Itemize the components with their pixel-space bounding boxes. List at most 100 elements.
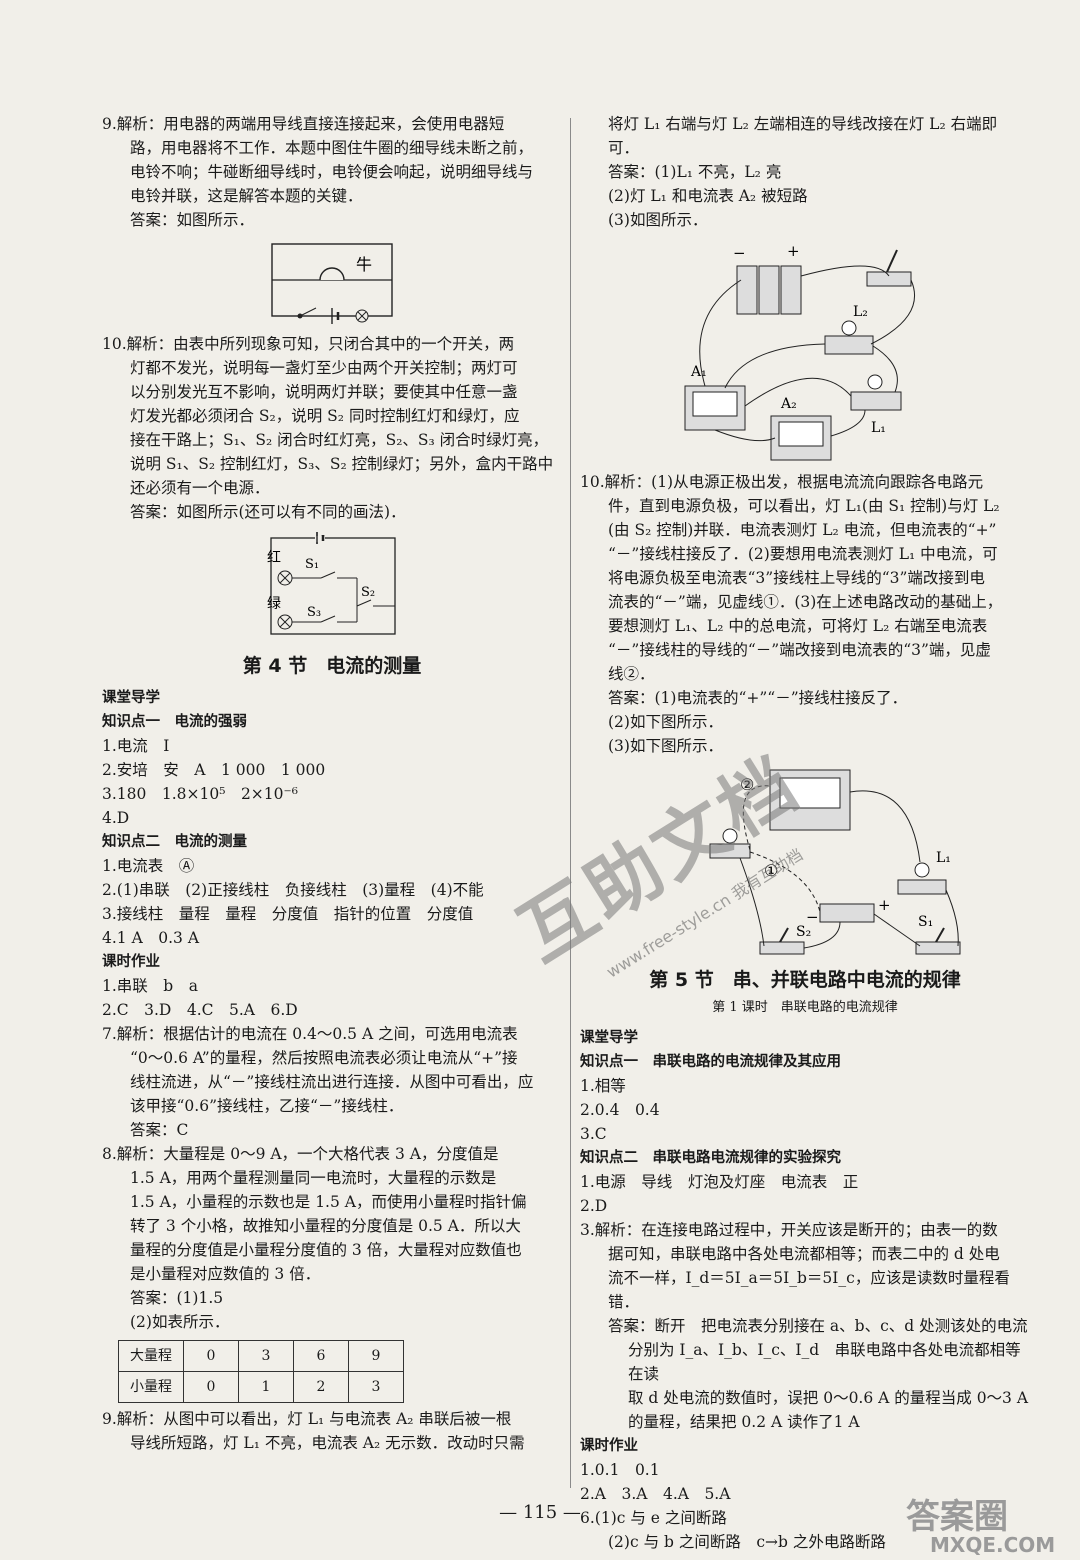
q10a-line: 说明 S₁、S₂ 控制红灯，S₃、S₂ 控制绿灯；另外，盒内干路中 [130,455,554,473]
bell-circuit-label: 牛 [356,255,372,274]
hw-item: 2.C 3.D 4.C 5.A 6.D [102,1001,298,1019]
q9a-line: 电铃不响；牛碰断细导线时，电铃便会响起，说明细导线与 [130,163,534,181]
q10b-answer: 答案：(1)电流表的“+”“－”接线柱接反了． [608,689,908,707]
q3-line: 据可知，串联电路中各处电流都相等；而表二中的 d 处电 [608,1245,1000,1263]
q9a-line: 路，用电器将不工作．本题中图住牛圈的细导线未断之前， [130,139,534,157]
svg-text:L₁: L₁ [871,420,886,436]
red-label: 红 [267,550,281,566]
section-title: 第 5 节 串、并联电路中电流的规律 [649,969,961,991]
s3-label: S₃ [307,605,321,620]
table-cell: 大量程 [118,1340,184,1372]
svg-text:②: ② [740,775,754,794]
homework-heading: 课时作业 [580,1438,638,1454]
q7-answer: 答案：C [130,1121,189,1139]
kp-item: 3.接线柱 量程 量程 分度值 指针的位置 分度值 [102,905,474,923]
traffic-light-circuit-figure: 红 S₁ S₂ 绿 S₃ [267,532,396,635]
q9b-answer: (2)灯 L₁ 和电流表 A₂ 被短路 [608,187,808,205]
hw-item: 6.(1)c 与 e 之间断路 [580,1509,727,1527]
q10a-line: 灯都不发光，说明每一盏灯至少由两个开关控制；两灯可 [130,359,518,377]
kp-item: 1.电流 I [102,737,170,755]
q7-line: 线柱流进，从“－”接线柱流出进行连接．从图中可看出，应 [130,1073,534,1091]
svg-text:L₁: L₁ [936,850,951,866]
ammeter-circuit-figure-1: − + L₂ L₁ A₁ A₂ [684,242,916,461]
kp-item: 1.电流表 Ⓐ [102,857,195,875]
q10b-line: 流表的“－”端，见虚线①．(3)在上述电路改动的基础上， [608,593,1003,611]
class-guide-heading: 课堂导学 [580,1030,638,1046]
table-cell: 3 [238,1340,294,1372]
svg-text:①: ① [764,861,778,880]
q3-answer: 答案：断开 把电流表分别接在 a、b、c、d 处测该处的电流 [608,1317,1028,1335]
q8-line: 是小量程对应数值的 3 倍． [130,1265,321,1283]
left-column: 9.解析：用电器的两端用导线直接连接起来，会使用电器短 路，用电器将不工作．本题… [102,112,562,1455]
q10a-line: 以分别发光互不影响，说明两灯并联；要使其中任意一盏 [130,383,518,401]
hw-item: 2.A 3.A 4.A 5.A [580,1485,731,1503]
q10a-line: 灯发光都必须闭合 S₂，说明 S₂ 同时控制红灯和绿灯，应 [130,407,520,425]
q9b-line: 9.解析：从图中可以看出，灯 L₁ 与电流表 A₂ 串联后被一根 [102,1410,512,1428]
svg-text:A₂: A₂ [780,396,797,412]
page-number: — 115 — [499,1502,581,1523]
q8-line: 8.解析：大量程是 0～9 A，一个大格代表 3 A，分度值是 [102,1145,499,1163]
q3-line: 3.解析：在连接电路过程中，开关应该是断开的；由表一的数 [580,1221,998,1239]
kp-item: 4.D [102,809,130,827]
q7-line: 7.解析：根据估计的电流在 0.4～0.5 A 之间，可选用电流表 [102,1025,518,1043]
q3-line: 流不一样，I_d＝5I_a＝5I_b＝5I_c，应该是读数时量程看错． [608,1269,1010,1311]
q8-answer: 答案：(1)1.5 [130,1289,224,1307]
svg-text:+: + [878,896,891,914]
homework-heading: 课时作业 [102,954,160,970]
q9b-answer: 答案：(1)L₁ 不亮，L₂ 亮 [608,163,782,181]
svg-text:L₂: L₂ [853,304,868,320]
q8-line: 转了 3 个小格，故推知小量程的分度值是 0.5 A．所以大 [130,1217,521,1235]
table-cell: 小量程 [118,1371,184,1403]
q7-line: 该甲接“0.6”接线柱，乙接“－”接线柱． [130,1097,404,1115]
knowledge-point-heading: 知识点一 电流的强弱 [102,714,247,730]
bell-circuit-figure: 牛 [271,243,393,324]
q3-answer: 的量程，结果把 0.2 A 读作了1 A [628,1413,860,1431]
q10b-line: (由 S₂ 控制)并联．电流表测灯 L₂ 电流，但电流表的“+” [608,521,997,539]
hw-item: 1.串联 b a [102,977,198,995]
class-guide-heading: 课堂导学 [102,690,160,706]
hw-item: 1.0.1 0.1 [580,1461,660,1479]
kp-item: 4.1 A 0.3 A [102,929,200,947]
q9a-line: 电铃并联，这是解答本题的关键． [130,187,363,205]
q8-line: 1.5 A，小量程的示数也是 1.5 A，而使用小量程时指针偏 [130,1193,527,1211]
q10a-line: 还必须有一个电源． [130,479,270,497]
table-cell: 6 [293,1340,349,1372]
right-column: 将灯 L₁ 右端与灯 L₂ 左端相连的导线改接在灯 L₂ 右端即 可． 答案：(… [580,112,1036,1554]
q10b-answer: (3)如下图所示． [608,737,723,755]
s1-label: S₁ [305,557,319,572]
q7-line: “0～0.6 A”的量程，然后按照电流表必须让电流从“+”接 [130,1049,518,1067]
knowledge-point-heading: 知识点一 串联电路的电流规律及其应用 [580,1054,841,1070]
q10a-line: 接在干路上；S₁、S₂ 闭合时红灯亮，S₂、S₃ 闭合时绿灯亮， [130,431,549,449]
table-cell: 3 [348,1371,404,1403]
table-cell: 2 [293,1371,349,1403]
q10b-line: 将电源负极至电流表“3”接线柱上导线的“3”端改接到电 [608,569,985,587]
q10b-line: “－”接线柱接反了．(2)要想用电流表测灯 L₁ 中电流，可 [608,545,998,563]
q10b-line: 要想测灯 L₁、L₂ 中的总电流，可将灯 L₂ 右端至电流表 [608,617,988,635]
table-cell: 9 [348,1340,404,1372]
q10a-line: 10.解析：由表中所列现象可知，只闭合其中的一个开关，两 [102,335,515,353]
hw-item: (2)c 与 b 之间断路 c→b 之外电路断路 [608,1533,886,1551]
table-cell: 0 [183,1340,239,1372]
s2-label: S₂ [361,585,375,600]
q9a-line: 9.解析：用电器的两端用导线直接连接起来，会使用电器短 [102,115,505,133]
kp-item: 2.0.4 0.4 [580,1101,660,1119]
ammeter-circuit-figure-2: ② ① L₁ − + S₂ S₁ [709,769,961,955]
kp-item: 2.(1)串联 (2)正接线柱 负接线柱 (3)量程 (4)不能 [102,881,484,899]
table-cell: 0 [183,1371,239,1403]
q10b-line: “－”接线柱的导线的“－”端改接到电流表的“3”端，见虚 [608,641,991,659]
knowledge-point-heading: 知识点二 电流的测量 [102,834,247,850]
green-label: 绿 [267,596,281,612]
svg-text:−: − [806,908,819,926]
svg-text:MXQE.COM: MXQE.COM [930,1533,1055,1556]
svg-text:−: − [733,244,746,262]
column-divider [570,118,571,1488]
q8-answer: (2)如表所示． [130,1313,230,1331]
q10b-line: 10.解析：(1)从电源正极出发，根据电流流向跟踪各电路元 [580,473,984,491]
q9b-line: 导线所短路，灯 L₁ 不亮，电流表 A₂ 无示数．改动时只需 [130,1434,525,1452]
kp-item: 2.安培 安 A 1 000 1 000 [102,761,326,779]
q10b-line: 件，直到电源负极，可以看出，灯 L₁(由 S₁ 控制)与灯 L₂ [608,497,1000,515]
q3-answer: 取 d 处电流的数值时，误把 0～0.6 A 的量程当成 0～3 A [628,1389,1029,1407]
